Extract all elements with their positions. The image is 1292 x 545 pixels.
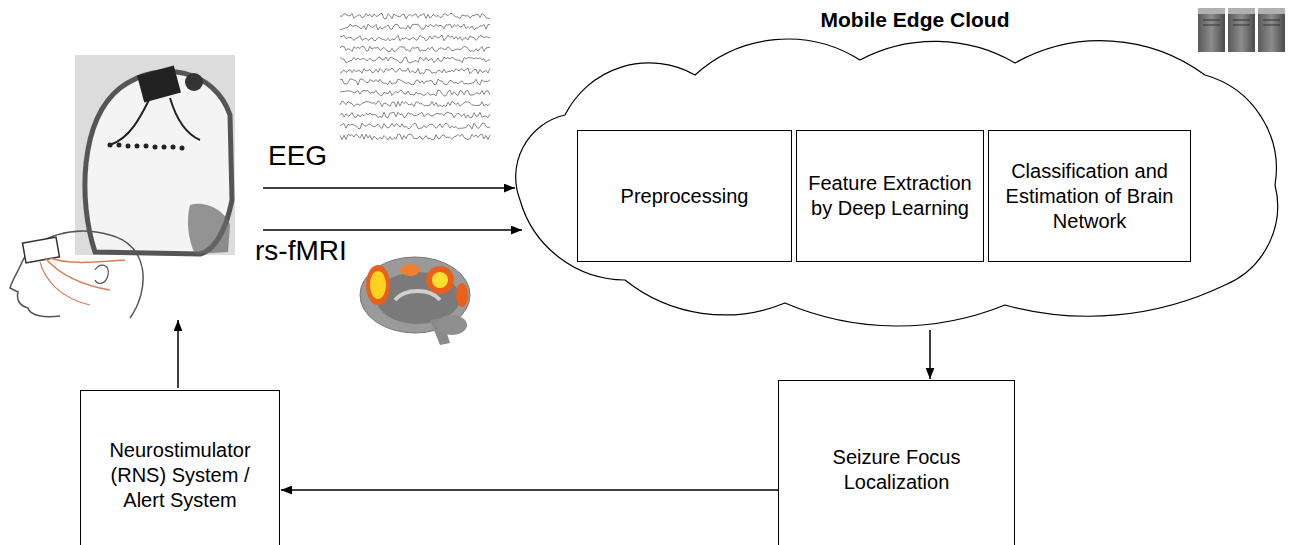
process-box: Classification and Estimation of Brain N… <box>988 130 1191 262</box>
activation-blob <box>432 272 448 288</box>
process-box: Neurostimulator (RNS) System / Alert Sys… <box>80 390 280 545</box>
activation-blob <box>366 265 390 305</box>
signal-label: rs-fMRI <box>255 235 347 267</box>
cerebellum <box>437 315 467 335</box>
activation-blob <box>400 264 420 276</box>
flow-arrow <box>929 330 931 379</box>
jaw-shadow <box>188 204 230 254</box>
lead-wire <box>170 98 200 140</box>
lead-wire <box>50 258 125 262</box>
head-outline <box>10 231 143 318</box>
skull-outline <box>85 71 232 254</box>
ear-outline <box>95 265 108 283</box>
lead-wire <box>40 262 90 305</box>
server-top <box>1228 8 1255 14</box>
signal-label: EEG <box>268 140 327 172</box>
device-part <box>185 73 203 91</box>
box-label: Classification and Estimation of Brain N… <box>997 159 1182 234</box>
signal-arrow <box>263 187 515 189</box>
feedback-arrow <box>177 320 179 388</box>
process-box: Feature Extraction by Deep Learning <box>796 130 984 262</box>
server-icon <box>1198 8 1285 52</box>
server-tower <box>1228 8 1255 52</box>
server-slots <box>1203 20 1280 25</box>
flow-arrow <box>281 489 778 491</box>
cloud-outline <box>516 39 1278 326</box>
eeg-trace <box>340 90 490 96</box>
eeg-trace <box>340 134 490 140</box>
eeg-trace <box>340 123 490 129</box>
lead-wire <box>110 98 150 145</box>
xray-ground <box>75 55 235 255</box>
activation-blob <box>370 271 386 299</box>
electrode-dots <box>108 143 185 151</box>
signal-arrow <box>263 229 522 231</box>
server-top <box>1258 8 1285 14</box>
activation-blob <box>456 283 468 307</box>
device-body <box>137 66 181 103</box>
cloud-title: Mobile Edge Cloud <box>805 8 1025 32</box>
process-box: Seizure Focus Localization <box>778 380 1015 545</box>
eeg-trace <box>340 24 490 30</box>
xray-image <box>75 55 235 255</box>
brain-image <box>360 257 470 345</box>
activation-blob <box>426 266 454 294</box>
eeg-trace <box>340 13 490 19</box>
server-tower <box>1258 8 1285 52</box>
box-label: Seizure Focus Localization <box>787 445 1006 495</box>
eeg-trace <box>340 112 490 118</box>
box-label: Feature Extraction by Deep Learning <box>805 171 975 221</box>
process-box: Preprocessing <box>577 130 792 262</box>
eeg-trace <box>340 101 490 107</box>
eeg-traces <box>340 13 490 140</box>
eeg-trace <box>340 79 490 85</box>
head-drawing <box>10 231 143 318</box>
server-tower <box>1198 8 1225 52</box>
eeg-trace <box>340 68 490 74</box>
box-label: Preprocessing <box>621 184 749 209</box>
server-top <box>1198 8 1225 14</box>
eeg-trace <box>340 46 490 52</box>
box-label: Neurostimulator (RNS) System / Alert Sys… <box>89 438 271 513</box>
cloud-region: Mobile Edge CloudPreprocessing Feature Ex… <box>505 5 1290 330</box>
corpus-callosum <box>395 291 440 300</box>
eeg-trace <box>340 57 490 63</box>
eeg-trace <box>340 35 490 41</box>
